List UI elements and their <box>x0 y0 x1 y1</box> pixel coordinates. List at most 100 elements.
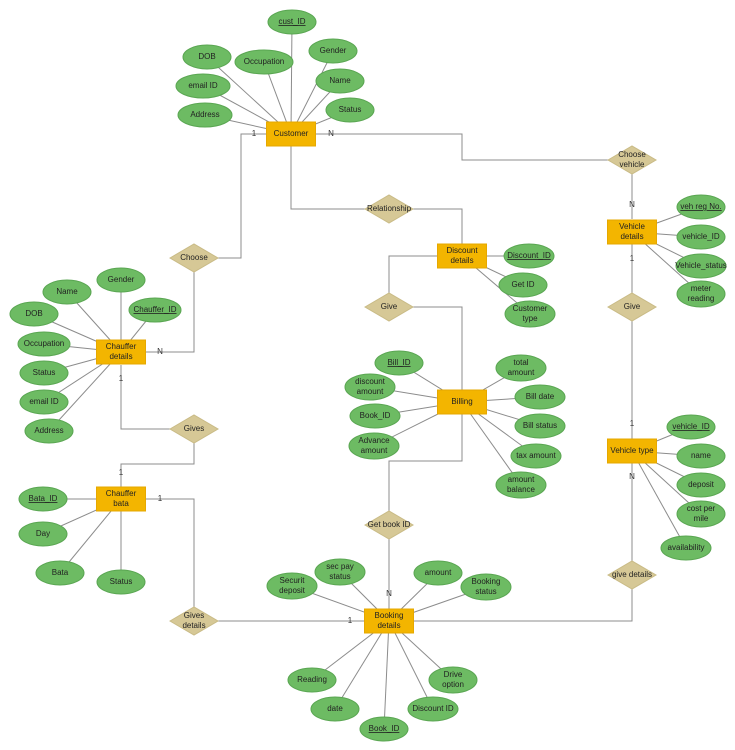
get-book-id-relationship-diamond <box>364 510 414 540</box>
customer-address-attribute[interactable]: Address <box>177 102 233 128</box>
give-details-relationship-diamond <box>607 560 657 590</box>
billing-book-id-attribute[interactable]: Book_ID <box>349 403 401 429</box>
chauffer-status-attribute[interactable]: Status <box>19 360 69 386</box>
customer-dob-attribute-label: DOB <box>198 52 215 61</box>
customer-status-attribute[interactable]: Status <box>325 97 375 123</box>
booking-attr-line-6 <box>383 620 390 730</box>
cost-per-mile-attribute-label: mile <box>694 514 709 523</box>
booking-discount-id-attribute-label: Discount ID <box>412 704 454 713</box>
get-book-id-relationship[interactable]: Get book ID <box>364 510 414 540</box>
vtype-vehicle-id-attribute[interactable]: vehicle_ID <box>666 414 716 440</box>
bata-id-attribute[interactable]: Bata_ID <box>18 486 68 512</box>
bata-gives-details-line <box>146 498 195 607</box>
bata-status-attribute[interactable]: Status <box>96 569 146 595</box>
customer-dob-attribute[interactable]: DOB <box>182 44 232 70</box>
customer-entity-box <box>266 121 316 147</box>
cust-id-attribute-ellipse <box>267 9 317 35</box>
gives-relationship[interactable]: Gives <box>169 414 219 444</box>
bata-day-attribute-ellipse <box>18 521 68 547</box>
chauffer-gender-attribute[interactable]: Gender <box>96 267 146 293</box>
vtype-name-attribute-ellipse <box>676 443 726 469</box>
customer-occupation-attribute[interactable]: Occupation <box>234 49 294 75</box>
veh-reg-no-attribute[interactable]: veh reg No. <box>676 194 726 220</box>
bill-status-attribute-label: Bill status <box>523 421 557 430</box>
booking-book-id-attribute[interactable]: Book_ID <box>359 716 409 742</box>
discount-id-attribute[interactable]: Discount_ID <box>503 243 555 269</box>
customer-email-attribute[interactable]: email ID <box>175 73 231 99</box>
chauffer-dob-attribute[interactable]: DOB <box>9 301 59 327</box>
chauffer-id-attribute[interactable]: Chauffer_ID <box>128 297 182 323</box>
vehicle-details-entity-box <box>607 219 657 245</box>
customer-gender-attribute[interactable]: Gender <box>308 38 358 64</box>
booking-book-id-attribute-label: Book_ID <box>369 724 400 733</box>
choose-relationship[interactable]: Choose <box>169 243 219 273</box>
vtype-name-attribute[interactable]: name <box>676 443 726 469</box>
booking-amount-attribute[interactable]: amount <box>413 560 463 586</box>
customer-type-attribute-label: Customer <box>513 304 548 313</box>
chauffer-email-attribute[interactable]: email ID <box>19 389 69 415</box>
chauffer-name-attribute[interactable]: Name <box>42 279 92 305</box>
booking-reading-attribute[interactable]: Reading <box>287 667 337 693</box>
vehicle-id-attribute[interactable]: vehicle_ID <box>676 224 726 250</box>
get-id-attribute-ellipse <box>498 272 548 298</box>
chauffer-gives-line <box>120 365 172 430</box>
vehicle-type-entity[interactable]: Vehicle type <box>607 438 657 464</box>
customer-address-attribute-label: Address <box>190 110 219 119</box>
get-id-attribute[interactable]: Get ID <box>498 272 548 298</box>
vehicle-status-attribute[interactable]: Vehicle_status <box>675 253 727 279</box>
customer-name-attribute[interactable]: Name <box>315 68 365 94</box>
give-vehicle-relationship-diamond <box>607 292 657 322</box>
customer-entity[interactable]: Customer <box>266 121 316 147</box>
get-book-id-relationship-label: Get book ID <box>368 520 411 529</box>
chauffer-email-attribute-label: email ID <box>29 397 59 406</box>
bill-date-attribute[interactable]: Bill date <box>514 384 566 410</box>
bata-day-attribute[interactable]: Day <box>18 521 68 547</box>
booking-date-attribute[interactable]: date <box>310 696 360 722</box>
vtype-deposit-attribute[interactable]: deposit <box>676 472 726 498</box>
chauffer-gender-attribute-ellipse <box>96 267 146 293</box>
drive-option-attribute-label: option <box>442 680 464 689</box>
billing-entity[interactable]: Billing <box>437 389 487 415</box>
give-relationship[interactable]: Give <box>364 292 414 322</box>
give-details-booking-line <box>414 589 633 622</box>
tax-amount-attribute[interactable]: tax amount <box>510 443 562 469</box>
customer-relationship-line <box>290 146 367 210</box>
chauffer-occupation-attribute[interactable]: Occupation <box>17 331 71 357</box>
bata-amount-attribute[interactable]: Bata <box>35 560 85 586</box>
vtype-vehicle-id-attribute-ellipse <box>666 414 716 440</box>
bill-status-attribute[interactable]: Bill status <box>514 413 566 439</box>
relationship-relationship[interactable]: Relationship <box>364 194 414 224</box>
gives-relationship-label: Gives <box>184 424 204 433</box>
booking-discount-id-attribute[interactable]: Discount ID <box>407 696 459 722</box>
cust-id-attribute[interactable]: cust_ID <box>267 9 317 35</box>
give-details-relationship[interactable]: give details <box>607 560 657 590</box>
give-vehicle-relationship[interactable]: Give <box>607 292 657 322</box>
customer-attr-line-3 <box>290 50 334 135</box>
availability-attribute[interactable]: availability <box>660 535 712 561</box>
chauffer-status-attribute-label: Status <box>33 368 56 377</box>
customer-gender-attribute-ellipse <box>308 38 358 64</box>
bill-id-attribute[interactable]: Bill_ID <box>374 350 424 376</box>
customer-choose-vehicle-line <box>316 133 610 161</box>
chauffer-address-attribute[interactable]: Address <box>24 418 74 444</box>
give-vehicle-relationship-label: Give <box>624 302 641 311</box>
